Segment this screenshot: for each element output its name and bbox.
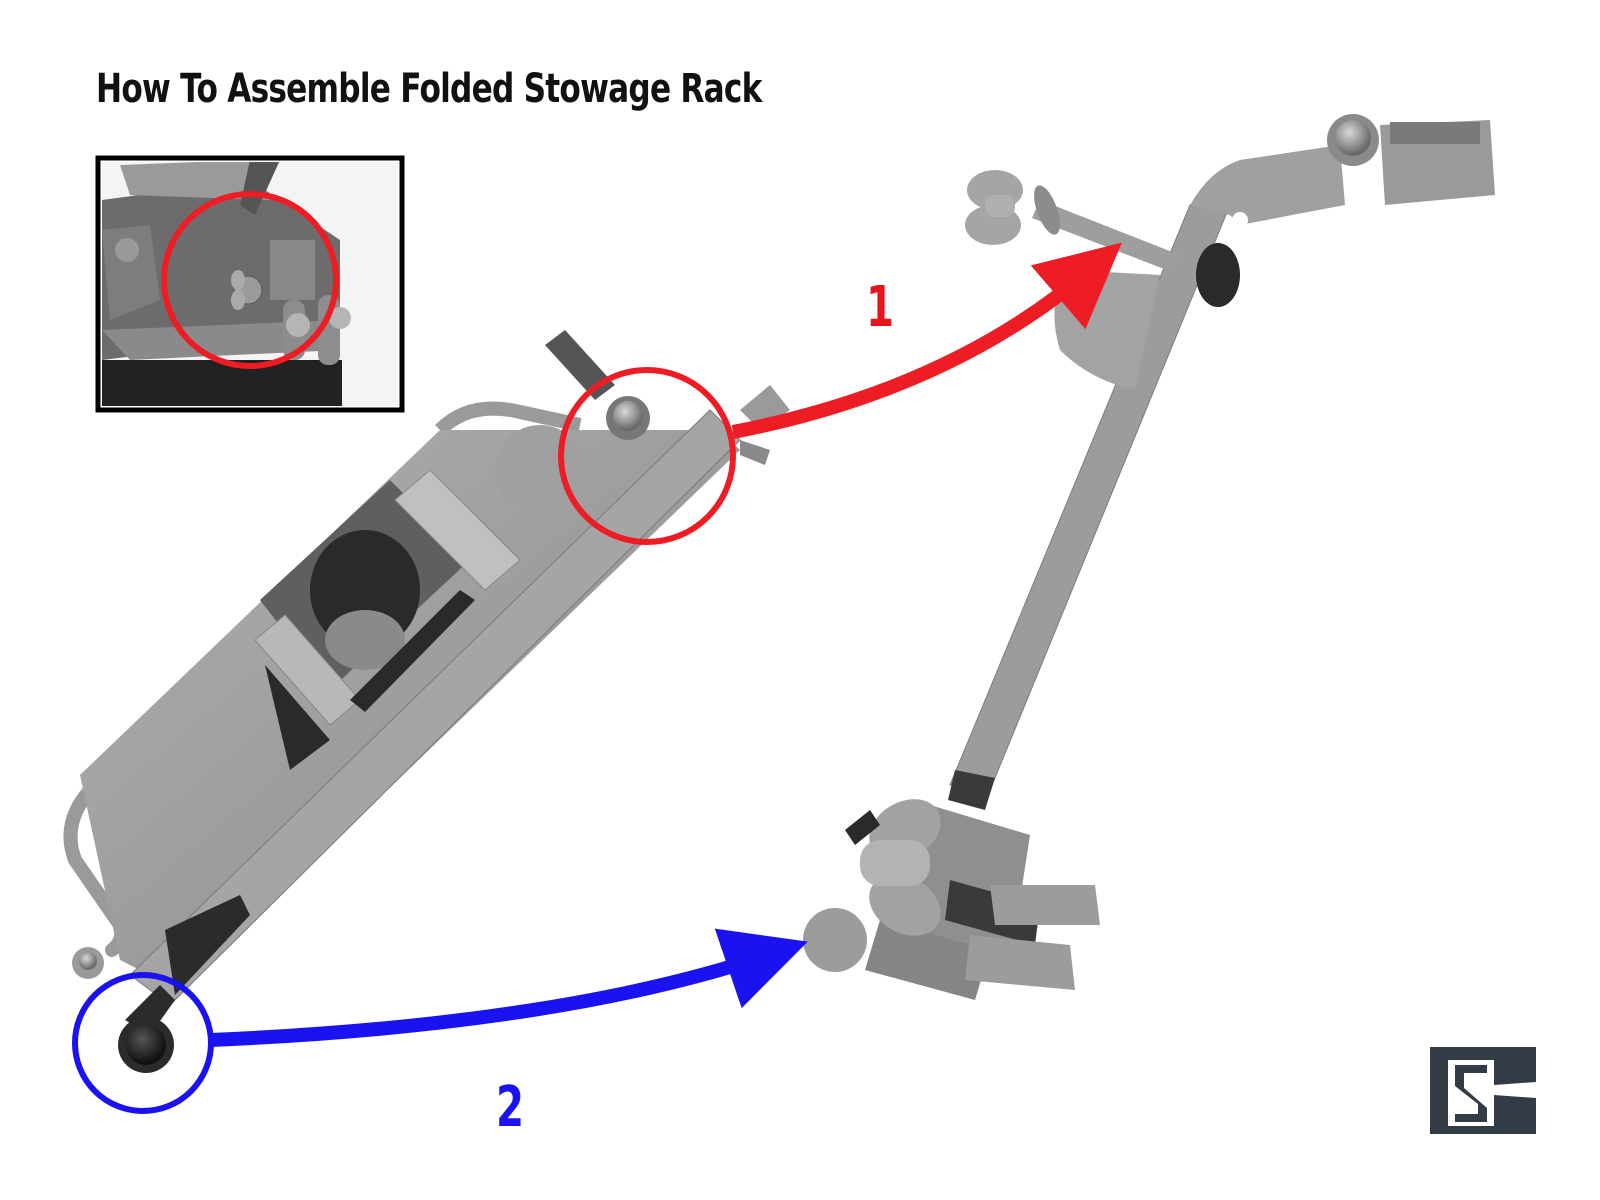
lower-clamp-assembly: [803, 799, 1100, 1000]
step-1-label: 1: [866, 275, 895, 340]
step-2-arrow: [210, 928, 808, 1047]
upper-bracket-arm: [948, 114, 1495, 810]
inset-highlight-circle: [161, 191, 339, 369]
step-2-callout: [72, 928, 808, 1114]
page-title: How To Assemble Folded Stowage Rack: [96, 66, 762, 112]
brand-logo: [1430, 1047, 1536, 1134]
step-1-arrow: [731, 242, 1122, 439]
step-2-label: 2: [496, 1075, 525, 1140]
step-2-highlight-circle: [72, 972, 214, 1114]
step-1-highlight-circle: [558, 367, 736, 545]
inset-detail-box: [95, 155, 405, 413]
folded-rack: [63, 330, 790, 1073]
step-1-callout: [558, 242, 1122, 545]
